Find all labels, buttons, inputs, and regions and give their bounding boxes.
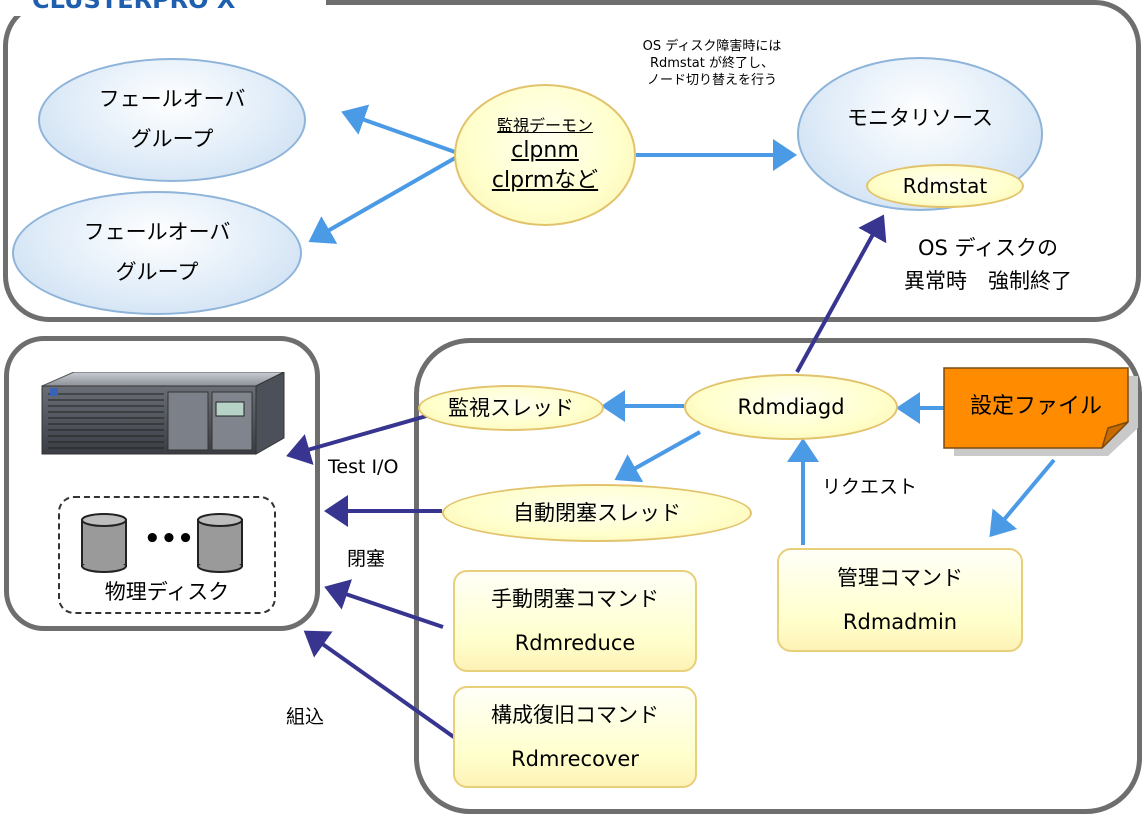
monitor-daemon: 監視デーモン clpnm clprmなど	[454, 84, 636, 226]
disk-ellipsis: •••	[144, 524, 194, 554]
failover-group-2-line2: グループ	[115, 260, 199, 284]
admin-command-cmd: Rdmadmin	[842, 610, 958, 634]
arrow-daemon-to-group1	[341, 104, 456, 154]
arrow-rdmdiagd-to-autoblock	[614, 430, 701, 483]
note-line3: ノード切り替えを行う	[646, 73, 777, 88]
os-disk-abnormal-label: OS ディスクの 異常時 強制終了	[858, 232, 1118, 298]
rdmstat: Rdmstat	[866, 164, 1024, 208]
monitor-daemon-cmd2: clprmなど	[491, 167, 599, 193]
manual-block-command-title: 手動閉塞コマンド	[491, 586, 659, 611]
auto-block-thread: 自動閉塞スレッド	[442, 484, 752, 542]
arrow-monitorthread-to-server	[286, 413, 431, 465]
auto-block-thread-label: 自動閉塞スレッド	[513, 500, 681, 525]
clusterpro-title: CLUSTERPRO X	[0, 0, 326, 16]
arrow-daemon-to-group2	[308, 156, 456, 244]
recover-command-cmd: Rdmrecover	[511, 747, 639, 771]
arrow-rdmdiagd-to-rdmstat	[795, 214, 887, 373]
monitor-daemon-title: 監視デーモン	[496, 115, 593, 135]
manual-block-command: 手動閉塞コマンド Rdmreduce	[453, 570, 697, 672]
disk-icon	[81, 513, 127, 573]
os-disk-abnormal-line1: OS ディスクの	[917, 236, 1059, 260]
os-disk-failure-note: OS ディスク障害時には Rdmstat が終了し、 ノード切り替えを行う	[622, 38, 802, 89]
install-label: 組込	[286, 706, 325, 728]
disk-cylinders	[81, 513, 243, 573]
monitor-daemon-cmd1: clpnm	[511, 138, 579, 164]
note-line2: Rdmstat が終了し、	[649, 56, 774, 71]
physical-disk-label: 物理ディスク	[104, 580, 230, 604]
request-label: リクエスト	[822, 476, 918, 498]
failover-group-2-line1: フェールオーバ	[83, 220, 231, 245]
recover-command: 構成復旧コマンド Rdmrecover	[453, 686, 697, 788]
server-icon	[41, 371, 285, 455]
rdmdiagd-label: Rdmdiagd	[737, 394, 845, 419]
arrow-recover-to-server	[303, 630, 460, 742]
physical-disk-group: ••• 物理ディスク	[58, 496, 276, 614]
disk-icon	[197, 513, 243, 573]
rdmstat-label: Rdmstat	[902, 174, 988, 198]
recover-command-title: 構成復旧コマンド	[491, 702, 659, 727]
arrow-config-to-admin	[989, 458, 1056, 538]
admin-command-title: 管理コマンド	[837, 565, 963, 590]
note-line1: OS ディスク障害時には	[642, 39, 782, 54]
failover-group-1: フェールオーバ グループ	[38, 58, 306, 182]
block-label: 閉塞	[347, 548, 386, 570]
monitor-thread: 監視スレッド	[418, 385, 604, 431]
note-paper-icon	[943, 367, 1138, 456]
server-image	[34, 371, 286, 456]
failover-group-1-line2: グループ	[130, 127, 214, 151]
manual-block-command-cmd: Rdmreduce	[514, 631, 636, 655]
failover-group-2: フェールオーバ グループ	[12, 191, 302, 315]
monitor-thread-label: 監視スレッド	[448, 395, 574, 420]
arrow-manualblock-to-server	[324, 579, 444, 629]
test-io-label: Test I/O	[328, 456, 399, 478]
monitor-resource-title: モニタリソース	[847, 106, 993, 130]
rdmdiagd: Rdmdiagd	[684, 374, 898, 440]
config-file: 設定ファイル	[942, 366, 1138, 456]
os-disk-abnormal-line2: 異常時 強制終了	[904, 269, 1072, 293]
config-file-label: 設定ファイル	[969, 394, 1102, 419]
failover-group-1-line1: フェールオーバ	[98, 87, 246, 112]
admin-command: 管理コマンド Rdmadmin	[777, 548, 1023, 652]
